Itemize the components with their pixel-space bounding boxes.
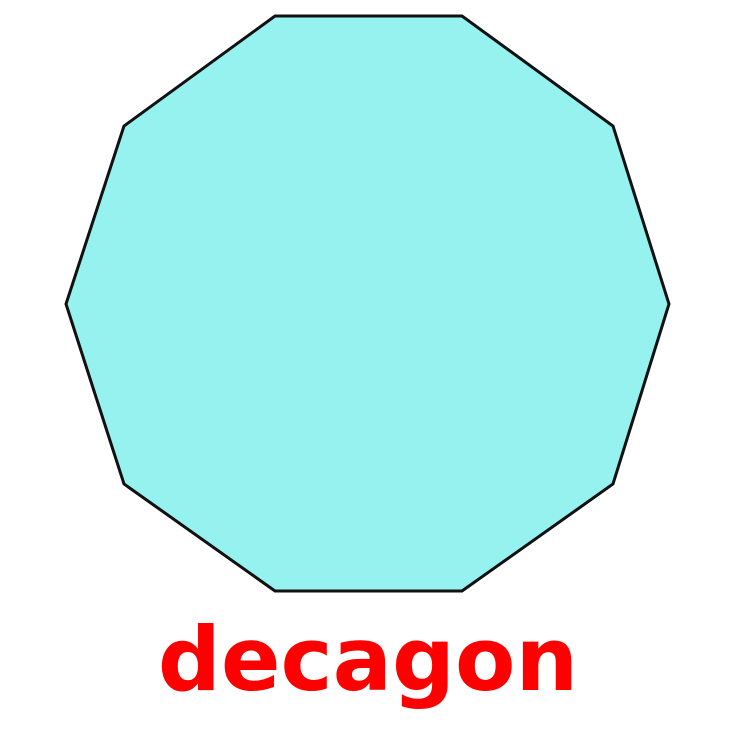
decagon-polygon <box>64 14 671 593</box>
shape-label: decagon <box>157 608 579 711</box>
